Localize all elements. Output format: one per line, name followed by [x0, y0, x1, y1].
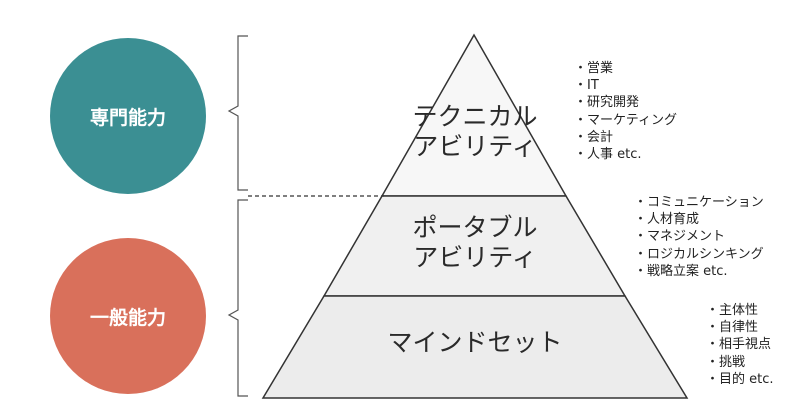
list-item: ・IT [574, 78, 599, 94]
list-item: ・人事 etc. [574, 147, 642, 163]
mindset-line: マインドセット [387, 328, 563, 357]
portable-skill-list: ・コミュニケーション ・人材育成 ・マネジメント ・ロジカルシンキング ・戦略立… [634, 194, 764, 280]
technical-skill-list: ・営業 ・IT ・研究開発 ・マーケティング ・会計 ・人事 etc. [574, 60, 677, 163]
technical-ability-label: テクニカル アビリティ [400, 102, 550, 162]
list-item: ・コミュニケーション [634, 195, 764, 210]
technical-ability-line-2: アビリティ [413, 132, 537, 161]
list-item: ・研究開発 [574, 95, 640, 111]
general-ability-label: 一般能力 [89, 306, 166, 329]
list-item: ・目的 etc. [706, 371, 774, 387]
bracket-specialist [227, 35, 248, 191]
technical-ability-line-1: テクニカル [412, 102, 538, 131]
portable-ability-line-1: ポータブル [412, 213, 538, 242]
list-item: ・挑戦 [706, 354, 746, 370]
portable-ability-label: ポータブル アビリティ [400, 213, 550, 273]
portable-ability-line-2: アビリティ [413, 243, 537, 272]
mindset-label: マインドセット [355, 328, 595, 358]
list-item: ・会計 [574, 129, 614, 145]
specialist-ability-circle: 専門能力 [50, 38, 206, 194]
list-item: ・人材育成 [634, 212, 700, 228]
list-item: ・自律性 [706, 320, 759, 336]
list-item: ・営業 [574, 61, 614, 76]
list-item: ・主体性 [706, 303, 759, 318]
mindset-skill-list: ・主体性 ・自律性 ・相手視点 ・挑戦 ・目的 etc. [706, 302, 774, 388]
list-item: ・相手視点 [706, 337, 772, 353]
specialist-ability-label: 専門能力 [89, 106, 166, 129]
list-item: ・戦略立案 etc. [634, 263, 728, 279]
pyramid-bottom-layer [261, 295, 689, 399]
list-item: ・マネジメント [634, 229, 726, 245]
list-item: ・マーケティング [574, 112, 677, 128]
bracket-general [227, 199, 248, 397]
general-ability-circle: 一般能力 [50, 238, 206, 394]
list-item: ・ロジカルシンキング [634, 246, 764, 262]
